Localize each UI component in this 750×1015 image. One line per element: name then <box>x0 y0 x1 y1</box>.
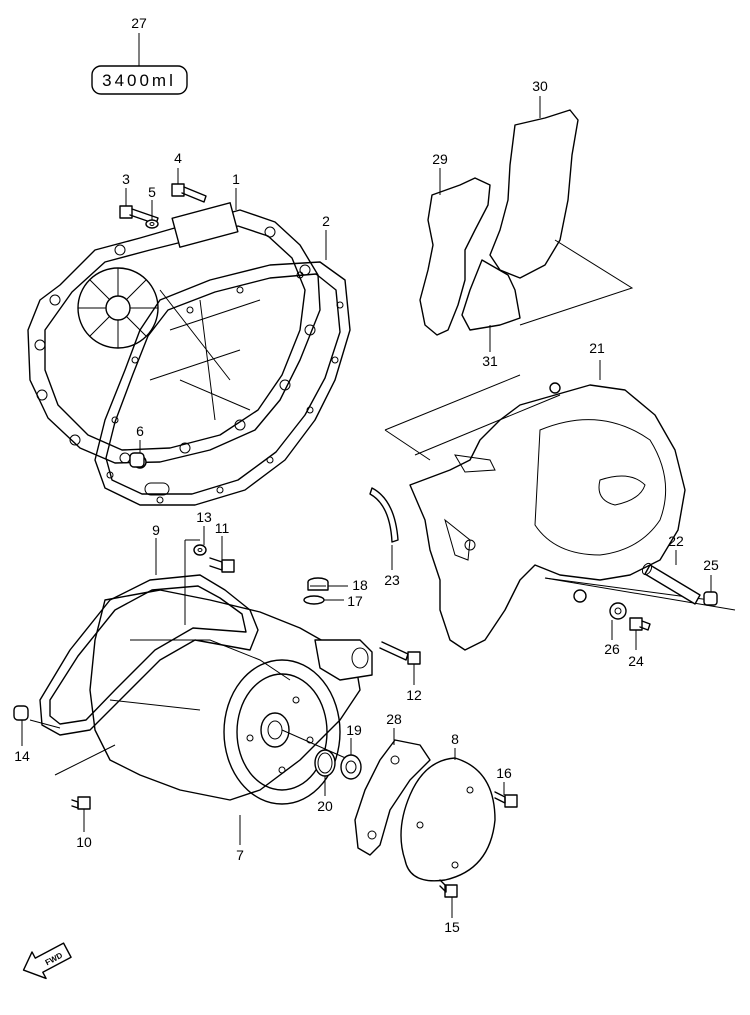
generator-gasket-part <box>39 574 259 736</box>
callout-10: 10 <box>76 834 92 850</box>
callout-leaders <box>21 33 712 918</box>
bolt-10-part <box>71 796 91 810</box>
leader-lines-seals <box>489 239 634 350</box>
callout-18: 18 <box>352 577 368 593</box>
cover-cap-8-part <box>400 757 496 882</box>
callout-25: 25 <box>703 557 719 573</box>
callout-31: 31 <box>482 353 498 369</box>
callout-22: 22 <box>668 533 684 549</box>
leader-lines-generator <box>29 539 351 776</box>
callout-17: 17 <box>347 593 363 609</box>
oring-17-part <box>303 595 325 605</box>
dowel-14-part <box>13 705 29 721</box>
callout-26: 26 <box>604 641 620 657</box>
generator-cover-part <box>89 589 373 805</box>
callout-21: 21 <box>589 340 605 356</box>
outer-cover-part <box>409 382 686 651</box>
callout-20: 20 <box>317 798 333 814</box>
dowel-pin-6-part <box>129 452 145 468</box>
callout-4: 4 <box>174 150 182 166</box>
gasket-part <box>94 261 351 506</box>
spacer-pipe-22-part <box>641 562 701 605</box>
callout-2: 2 <box>322 213 330 229</box>
callout-29: 29 <box>432 151 448 167</box>
clip-23-part <box>369 487 399 543</box>
seal-31-part <box>461 259 521 331</box>
oring-20-part <box>314 749 336 777</box>
callout-19: 19 <box>346 722 362 738</box>
clutch-cover-part <box>27 202 321 469</box>
callout-30: 30 <box>532 78 548 94</box>
callout-27: 27 <box>131 15 147 31</box>
washer-13-part <box>193 544 207 556</box>
seal-29-part <box>419 177 491 336</box>
callout-28: 28 <box>386 711 402 727</box>
nut-25-part <box>703 591 718 606</box>
washer-5-part <box>145 219 159 229</box>
callout-3: 3 <box>122 171 130 187</box>
plug-18-part <box>307 577 329 591</box>
callout-numbers: 27 1 2 3 4 5 6 9 13 11 18 17 12 14 10 7 … <box>14 15 719 935</box>
callout-11: 11 <box>215 520 230 536</box>
washer-rubber-part <box>573 589 587 603</box>
callout-9: 9 <box>152 522 160 538</box>
callout-15: 15 <box>444 919 460 935</box>
forward-arrow-icon: FWD <box>22 942 72 980</box>
callout-16: 16 <box>496 765 512 781</box>
callout-8: 8 <box>451 731 459 747</box>
callout-7: 7 <box>236 847 244 863</box>
callout-24: 24 <box>628 653 644 669</box>
bolt-16-part <box>494 791 518 808</box>
callout-14: 14 <box>14 748 30 764</box>
callout-5: 5 <box>148 184 156 200</box>
bolt-11-part <box>209 557 235 573</box>
grommet-26-part <box>609 602 627 620</box>
callout-1: 1 <box>232 171 240 187</box>
capacity-value: 3400ml <box>102 71 176 90</box>
callout-12: 12 <box>406 687 422 703</box>
callout-23: 23 <box>384 572 400 588</box>
callout-6: 6 <box>136 423 144 439</box>
bolt-24-part <box>629 617 651 631</box>
seal-30-part <box>489 109 579 279</box>
bolt-4-part <box>171 183 207 203</box>
bolt-15-part <box>439 879 458 898</box>
callout-13: 13 <box>196 509 212 525</box>
bracket-28-part <box>354 739 431 856</box>
plug-19-part <box>340 754 362 780</box>
capacity-label-box: 3400ml <box>91 65 188 95</box>
bolt-12-part <box>379 641 421 665</box>
